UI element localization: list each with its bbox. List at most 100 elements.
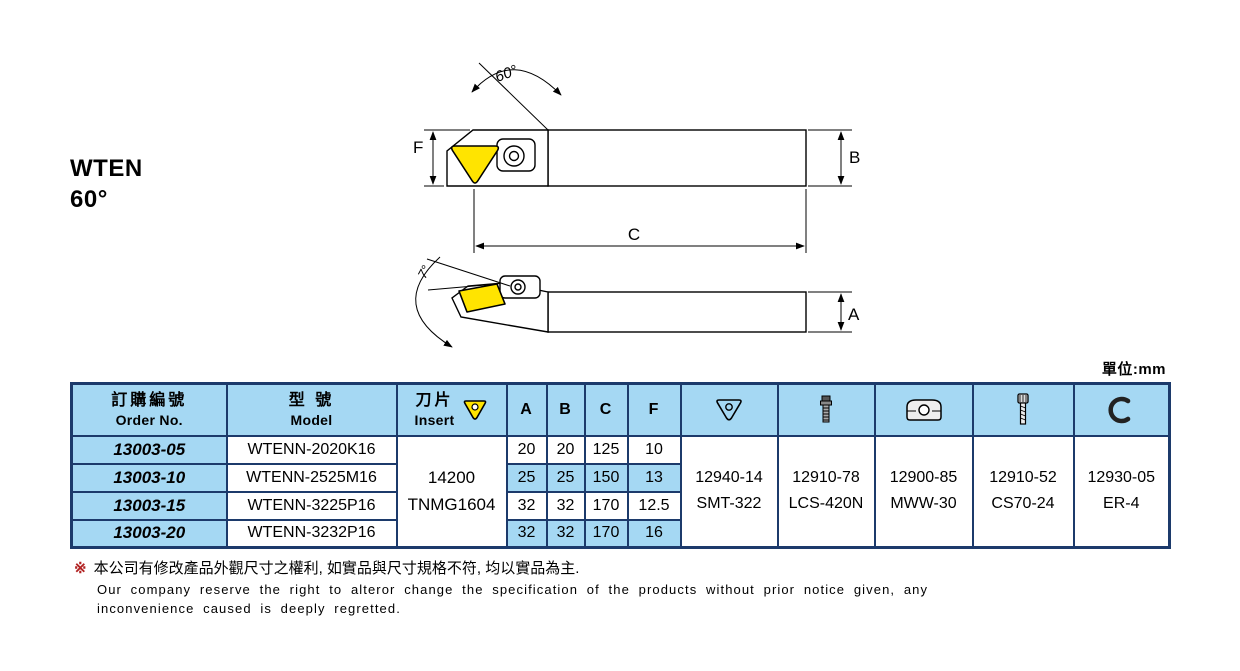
dim-a-cell: 20 bbox=[505, 434, 548, 465]
spare-part-e-ring-cell: 12930-05 ER-4 bbox=[1072, 434, 1171, 549]
part-model: ER-4 bbox=[1103, 495, 1140, 513]
part-model: SMT-322 bbox=[696, 495, 762, 513]
e-ring-icon bbox=[1108, 396, 1131, 423]
table-row: 13003-20 WTENN-3232P16 32 32 170 16 bbox=[70, 518, 1170, 549]
part-no: 12930-05 bbox=[1087, 469, 1156, 487]
insert-code-cell: 14200 TNMG1604 bbox=[395, 434, 508, 549]
part-no: 12910-52 bbox=[989, 469, 1057, 487]
angle-7-label: 7° bbox=[414, 263, 433, 281]
header-col-b: B bbox=[545, 382, 586, 437]
dim-b-cell: 32 bbox=[545, 518, 586, 549]
dim-c-cell: 125 bbox=[583, 434, 629, 465]
order-no-cell: 13003-05 bbox=[70, 434, 228, 465]
table-row: 13003-05 WTENN-2020K16 14200 TNMG1604 20… bbox=[70, 434, 1171, 549]
dim-c-cell: 170 bbox=[583, 490, 629, 521]
header-part-insert bbox=[679, 382, 779, 437]
spare-part-clamp-cell: 12900-85 MWW-30 bbox=[873, 434, 974, 549]
order-no-cell: 13003-15 bbox=[70, 490, 228, 521]
header-insert-zh: 刀片 bbox=[415, 392, 454, 410]
dim-f bbox=[424, 129, 470, 187]
insert-front bbox=[450, 145, 500, 184]
dim-c-label: C bbox=[628, 225, 640, 244]
header-order-no: 訂購編號 Order No. bbox=[70, 382, 228, 437]
model-cell: WTENN-3232P16 bbox=[225, 518, 398, 549]
dim-f-cell: 12.5 bbox=[626, 490, 682, 521]
dim-b-cell: 32 bbox=[545, 490, 586, 521]
header-insert-en: Insert bbox=[414, 412, 455, 429]
part-no: 12900-85 bbox=[889, 469, 958, 487]
clamp-icon bbox=[905, 399, 942, 421]
disclaimer: ※ 本公司有修改產品外觀尺寸之權利, 如實品與尺寸規格不符, 均以實品為主. Ou… bbox=[74, 559, 1184, 617]
front-view bbox=[446, 129, 807, 187]
note-zh: 本公司有修改產品外觀尺寸之權利, 如實品與尺寸規格不符, 均以實品為主. bbox=[93, 560, 580, 577]
dim-f-cell: 10 bbox=[626, 434, 682, 465]
dim-f-cell: 16 bbox=[626, 518, 682, 549]
header-order-en: Order No. bbox=[115, 412, 183, 429]
dim-a-label: A bbox=[848, 305, 860, 324]
product-name: WTEN bbox=[70, 155, 143, 182]
part-no: 12940-14 bbox=[695, 469, 763, 487]
insert-code-line1: 14200 bbox=[427, 468, 476, 488]
table-header-row: 訂購編號 Order No. 型 號 Model 刀片 Insert bbox=[70, 382, 1171, 437]
dim-c-cell: 170 bbox=[583, 518, 629, 549]
dim-a bbox=[808, 291, 852, 333]
table-row: 13003-10 WTENN-2525M16 25 25 150 13 bbox=[70, 462, 1170, 493]
product-title: WTEN 60° bbox=[70, 153, 143, 215]
insert-outline-icon bbox=[716, 399, 742, 421]
header-insert: 刀片 Insert bbox=[395, 382, 508, 437]
insert-top bbox=[458, 283, 506, 313]
part-no: 12910-78 bbox=[792, 469, 860, 487]
dim-b-cell: 25 bbox=[545, 462, 586, 493]
spec-table: 訂購編號 Order No. 型 號 Model 刀片 Insert bbox=[70, 382, 1171, 549]
angle-60-annotation bbox=[471, 62, 562, 131]
order-no-cell: 13003-20 bbox=[70, 518, 228, 549]
cap-screw-icon bbox=[1017, 393, 1029, 425]
dim-b bbox=[808, 129, 852, 187]
dim-c-cell: 150 bbox=[583, 462, 629, 493]
header-part-clamp-screw bbox=[776, 382, 876, 437]
spare-part-insert-cell: 12940-14 SMT-322 bbox=[679, 434, 779, 549]
note-en-line2: inconvenience caused is deeply regretted… bbox=[97, 601, 401, 616]
dim-f-cell: 13 bbox=[626, 462, 682, 493]
unit-label: 單位:mm bbox=[1101, 361, 1166, 378]
product-angle: 60° bbox=[70, 186, 108, 213]
header-part-clamp bbox=[873, 382, 974, 437]
header-col-c: C bbox=[583, 382, 629, 437]
top-view bbox=[451, 275, 807, 333]
header-model-zh: 型 號 bbox=[288, 392, 335, 410]
dim-a-cell: 32 bbox=[505, 518, 548, 549]
header-col-f: F bbox=[626, 382, 682, 437]
part-model: LCS-420N bbox=[788, 495, 864, 513]
header-part-e-ring bbox=[1072, 382, 1171, 437]
dim-a-cell: 32 bbox=[505, 490, 548, 521]
order-no-cell: 13003-10 bbox=[70, 462, 228, 493]
angle-60-label: 60° bbox=[493, 62, 520, 86]
dim-f-label: F bbox=[413, 138, 423, 157]
dim-c bbox=[473, 189, 807, 253]
clamp-screw-icon bbox=[820, 395, 832, 423]
dim-a-cell: 25 bbox=[505, 462, 548, 493]
note-en-line1: Our company reserve the right to alteror… bbox=[97, 582, 929, 597]
shank-top bbox=[547, 291, 807, 333]
model-cell: WTENN-2525M16 bbox=[225, 462, 398, 493]
spare-part-clamp-screw-cell: 12910-78 LCS-420N bbox=[776, 434, 876, 549]
spare-part-cap-screw-cell: 12910-52 CS70-24 bbox=[971, 434, 1075, 549]
dim-b-label: B bbox=[849, 148, 860, 167]
insert-triangle-icon bbox=[464, 399, 487, 420]
model-cell: WTENN-2020K16 bbox=[225, 434, 398, 465]
insert-code-line2: TNMG1604 bbox=[407, 495, 496, 515]
part-model: CS70-24 bbox=[991, 495, 1055, 513]
shank-front bbox=[547, 129, 807, 187]
note-marker: ※ bbox=[74, 560, 87, 577]
part-model: MWW-30 bbox=[890, 495, 957, 513]
header-order-zh: 訂購編號 bbox=[111, 392, 188, 410]
model-cell: WTENN-3225P16 bbox=[225, 490, 398, 521]
dim-b-cell: 20 bbox=[545, 434, 586, 465]
header-model-en: Model bbox=[290, 412, 333, 429]
angle-7-annotation bbox=[415, 256, 511, 348]
header-model: 型 號 Model bbox=[225, 382, 398, 437]
header-part-cap-screw bbox=[971, 382, 1075, 437]
technical-drawing: 60° F B C 7° A bbox=[413, 62, 860, 348]
header-col-a: A bbox=[505, 382, 548, 437]
table-row: 13003-15 WTENN-3225P16 32 32 170 12.5 bbox=[70, 490, 1170, 521]
